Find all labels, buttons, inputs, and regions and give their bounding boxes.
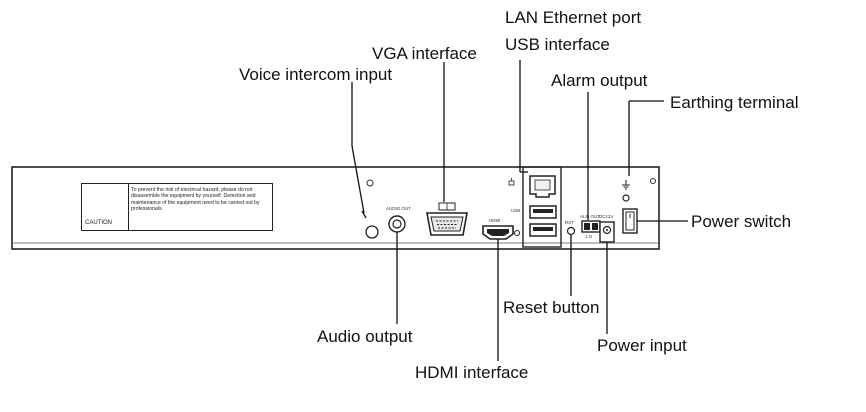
ground-icon bbox=[622, 180, 630, 190]
voice-intercom-jack[interactable] bbox=[365, 225, 379, 239]
screw-hole-left bbox=[366, 179, 374, 187]
vga-connector[interactable] bbox=[426, 212, 468, 236]
label-hdmi-interface: HDMI interface bbox=[415, 363, 529, 382]
leader-voice-intercom-diag bbox=[351, 145, 365, 214]
hdmi-screw bbox=[514, 230, 520, 236]
usb-mark: USB bbox=[511, 208, 521, 213]
alarm-mark: ALM OUT bbox=[580, 214, 601, 219]
network-icon bbox=[508, 178, 515, 186]
screw-hole-right bbox=[650, 178, 656, 184]
label-vga-interface: VGA interface bbox=[372, 44, 477, 63]
alarm-output-terminal[interactable] bbox=[581, 220, 601, 233]
label-reset-button: Reset button bbox=[503, 298, 600, 317]
audio-out-mark: AUDIO OUT bbox=[386, 206, 412, 211]
power-switch[interactable] bbox=[622, 208, 638, 234]
label-power-input: Power input bbox=[597, 336, 687, 355]
hdmi-mark: HDMI bbox=[489, 218, 501, 223]
usb-port-top[interactable] bbox=[529, 205, 557, 219]
label-usb-interface: USB interface bbox=[505, 35, 610, 54]
label-audio-output: Audio output bbox=[317, 327, 413, 346]
lan-ethernet-port[interactable] bbox=[529, 175, 556, 198]
caution-text: To prevent the risk of electrical hazard… bbox=[131, 187, 260, 213]
label-power-switch: Power switch bbox=[691, 212, 792, 231]
alarm-pins: 1 G bbox=[585, 234, 593, 239]
reset-mark: RST bbox=[565, 220, 574, 225]
earthing-terminal[interactable] bbox=[622, 194, 630, 202]
usb-port-bottom[interactable] bbox=[529, 223, 557, 237]
label-voice-intercom-input: Voice intercom input bbox=[239, 65, 393, 84]
hdmi-connector[interactable] bbox=[482, 225, 514, 240]
caution-label: CAUTION To prevent the risk of electrica… bbox=[81, 183, 273, 231]
label-earthing-terminal: Earthing terminal bbox=[670, 93, 799, 112]
label-alarm-output: Alarm output bbox=[551, 71, 648, 90]
reset-button[interactable] bbox=[566, 226, 576, 236]
voice-intercom-mark bbox=[361, 210, 367, 219]
label-lan-ethernet-port: LAN Ethernet port bbox=[505, 8, 642, 27]
dc-mark: DC12V bbox=[599, 214, 614, 219]
caution-icon-cell: CAUTION bbox=[82, 184, 129, 230]
audio-output-jack[interactable] bbox=[388, 215, 406, 233]
power-input-jack[interactable] bbox=[599, 221, 615, 243]
vga-icon bbox=[438, 202, 456, 211]
caution-title: CAUTION bbox=[85, 220, 112, 226]
lan-usb-block bbox=[522, 166, 562, 248]
